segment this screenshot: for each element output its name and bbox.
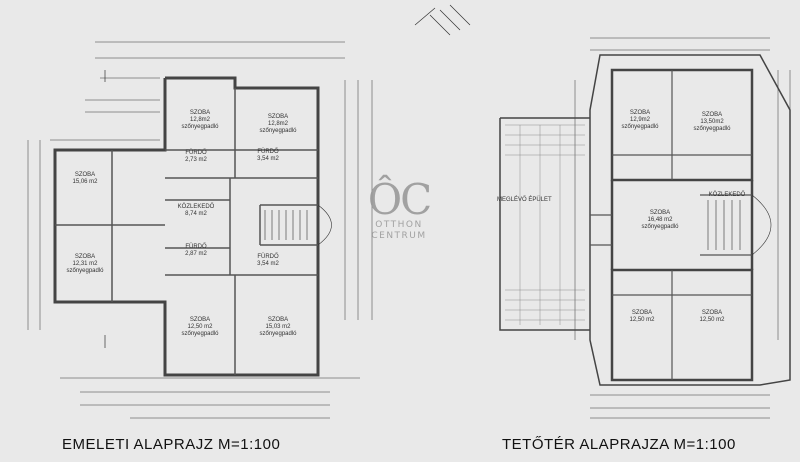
room-name: FÜRDŐ bbox=[185, 244, 207, 250]
room-floor: szőnyegpadló bbox=[181, 331, 219, 337]
room-name: FÜRDŐ bbox=[185, 150, 207, 156]
left-dimension-lines bbox=[27, 41, 373, 419]
room-name: MEGLÉVŐ ÉPÜLET bbox=[497, 197, 552, 203]
room-floor: szőnyegpadló bbox=[693, 126, 731, 132]
watermark-line-2: CENTRUM bbox=[371, 231, 427, 241]
room-area: 3,54 m2 bbox=[257, 261, 279, 267]
room-name: SZOBA bbox=[631, 310, 653, 316]
room-name: KÖZLEKEDŐ bbox=[708, 192, 746, 198]
left-stair bbox=[264, 204, 332, 246]
room-name: SZOBA bbox=[74, 254, 96, 260]
room-area: 12,50 m2 bbox=[629, 317, 655, 323]
room-area: 12,9m2 bbox=[629, 117, 650, 123]
room-name: FÜRDŐ bbox=[257, 149, 279, 155]
room-name: SZOBA bbox=[701, 310, 723, 316]
attic-floor-plan-title: TETŐTÉR ALAPRAJZA M=1:100 bbox=[502, 436, 736, 453]
room-name: SZOBA bbox=[267, 317, 289, 323]
room-floor: szőnyegpadló bbox=[621, 124, 659, 130]
room-floor: szőnyegpadló bbox=[259, 128, 297, 134]
room-area: 12,8m2 bbox=[189, 117, 210, 123]
room-name: SZOBA bbox=[701, 112, 723, 118]
room-floor: szőnyegpadló bbox=[181, 124, 219, 130]
room-name: FÜRDŐ bbox=[257, 254, 279, 260]
left-plan-inner bbox=[55, 88, 318, 375]
room-name: KÖZLEKEDŐ bbox=[177, 204, 215, 210]
first-floor-plan-title: EMELETI ALAPRAJZ M=1:100 bbox=[62, 436, 281, 453]
room-area: 12,50 m2 bbox=[699, 317, 725, 323]
attic-room-label: KÖZLEKEDŐ bbox=[702, 192, 752, 199]
room-name: SZOBA bbox=[189, 317, 211, 323]
room-name: SZOBA bbox=[629, 110, 651, 116]
otthon-centrum-watermark: ÔC OTTHON CENTRUM bbox=[364, 175, 434, 242]
room-area: 15,03 m2 bbox=[265, 324, 291, 330]
room-floor: szőnyegpadló bbox=[641, 224, 679, 230]
watermark-logo-mark: ÔC bbox=[367, 175, 433, 224]
right-stair bbox=[707, 194, 772, 256]
room-area: 2,87 m2 bbox=[185, 251, 207, 257]
room-area: 12,8m2 bbox=[267, 121, 288, 127]
room-floor: szőnyegpadló bbox=[259, 331, 297, 337]
room-name: SZOBA bbox=[74, 172, 96, 178]
attic-room-label: MEGLÉVŐ ÉPÜLET bbox=[497, 197, 552, 204]
room-name: SZOBA bbox=[649, 210, 671, 216]
watermark-line-1: OTTHON bbox=[375, 220, 423, 230]
right-roof-outline bbox=[499, 54, 791, 386]
room-name: SZOBA bbox=[189, 110, 211, 116]
room-area: 12,31 m2 bbox=[72, 261, 98, 267]
room-floor: szőnyegpadló bbox=[66, 268, 104, 274]
room-area: 15,06 m2 bbox=[72, 179, 98, 185]
room-area: 16,48 m2 bbox=[647, 217, 673, 223]
right-hatching bbox=[505, 124, 585, 325]
right-plan-inner bbox=[590, 70, 752, 380]
room-area: 12,50 m2 bbox=[187, 324, 213, 330]
room-area: 13,50m2 bbox=[700, 119, 724, 125]
room-area: 8,74 m2 bbox=[185, 211, 207, 217]
room-area: 2,73 m2 bbox=[185, 157, 207, 163]
room-area: 3,54 m2 bbox=[257, 156, 279, 162]
room-name: SZOBA bbox=[267, 114, 289, 120]
section-markers bbox=[104, 4, 471, 348]
